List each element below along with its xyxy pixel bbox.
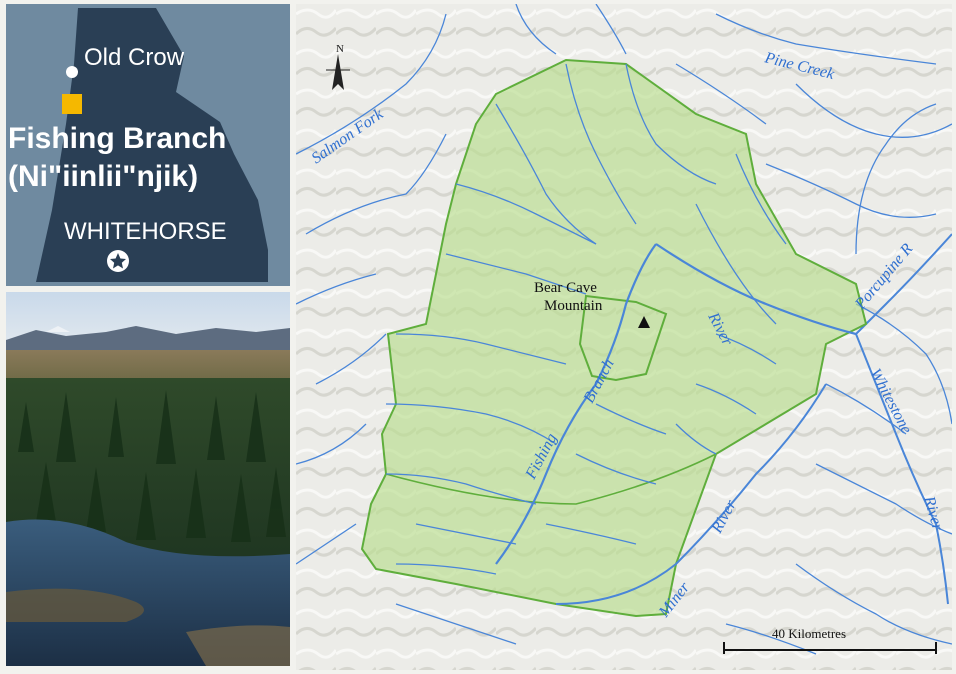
old-crow-dot: [66, 66, 78, 78]
peak-name-line2: Mountain: [544, 298, 603, 314]
whitestone-river-line: [855, 333, 949, 605]
north-arrow-icon: [326, 54, 350, 90]
park-boundary: [360, 58, 868, 618]
yukon-territory-shape: [36, 8, 268, 282]
old-crow-label: Old Crow: [84, 44, 185, 71]
park-streams: [385, 63, 787, 575]
capital-star-icon: [107, 250, 129, 272]
landscape-photo: [6, 292, 290, 666]
background-streams: [296, 4, 952, 655]
zone-divider: [385, 453, 717, 505]
park-native-name-label: (Ni"iinlii"njik): [8, 160, 199, 193]
location-inset: Old Crow Fishing Branch (Ni"iinlii"njik)…: [6, 4, 290, 286]
park-map: N Bear Cave Mountain Pine Creek Salmon F…: [296, 4, 952, 670]
inner-zone-boundary: [578, 294, 668, 382]
scale-bar: [723, 642, 937, 654]
miner-river-line: [555, 383, 827, 605]
river-to-porcupine-line: [655, 243, 857, 336]
map-canvas: N Bear Cave Mountain Pine Creek Salmon F…: [296, 4, 952, 670]
peak-name-line1: Bear Cave: [534, 280, 597, 296]
park-name-label: Fishing Branch: [8, 122, 227, 155]
north-label: N: [336, 43, 344, 55]
park-location-marker: [62, 94, 82, 114]
scale-label: 40 Kilometres: [772, 626, 846, 641]
peak-triangle-icon: [638, 316, 650, 328]
fishing-branch-river-line: [495, 243, 657, 565]
whitehorse-label: WHITEHORSE: [64, 218, 227, 245]
